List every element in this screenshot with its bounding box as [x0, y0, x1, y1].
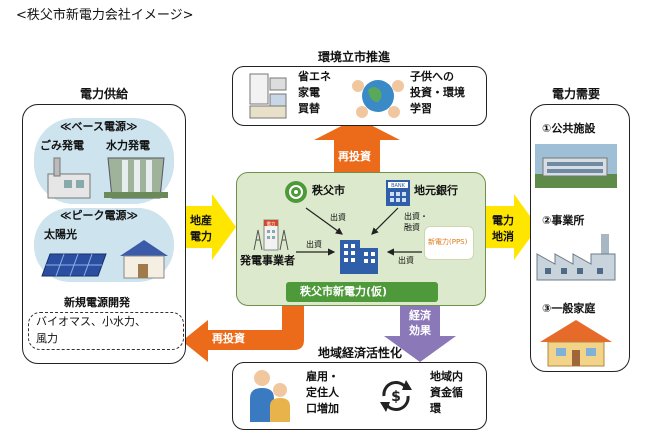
diagram-heading: <秩父市新電力会社イメージ> — [16, 8, 194, 23]
regional-title: 地域経済活性化 — [318, 346, 403, 360]
local-produce-label-2: 電力 — [190, 230, 212, 243]
chichibu-city-emblem-icon — [285, 181, 307, 203]
reinvest-up-label: 再投資 — [338, 150, 371, 163]
demand-item-business: ②事業所 — [542, 214, 585, 227]
solar-house-icon — [120, 240, 168, 279]
regional-item1-line2: 定住人 — [306, 386, 339, 399]
new-power-line-1: バイオマス、小水力、 — [36, 315, 146, 328]
new-power-line-2: 風力 — [36, 332, 58, 345]
company-name-banner — [286, 282, 438, 302]
local-produce-arrow — [184, 194, 236, 260]
generator-label: 発電事業者 — [240, 254, 295, 267]
factory-icon — [536, 234, 616, 281]
incinerator-icon — [47, 157, 91, 199]
company-name-label: 秩父市新電力(仮) — [300, 285, 388, 298]
peak-item-solar: 太陽光 — [44, 228, 77, 241]
base-item-hydro: 水力発電 — [106, 139, 150, 152]
reinvest-left-label: 再投資 — [212, 332, 245, 345]
env-item2-line1: 子供への — [410, 70, 454, 83]
peak-power-header: ≪ピーク電源≫ — [60, 209, 139, 222]
new-power-dashed-box — [28, 312, 184, 350]
company-building-icon — [340, 240, 378, 274]
local-consume-label-1: 電力 — [492, 214, 514, 227]
local-consume-label-2: 地消 — [492, 230, 514, 243]
generator-plant-icon: 電力 — [253, 219, 289, 251]
house-icon — [540, 320, 612, 367]
env-item2-line3: 学習 — [410, 102, 432, 115]
base-power-header: ≪ベース電源≫ — [60, 120, 138, 133]
flow-invest-loan-line1: 出資・ — [404, 212, 428, 221]
base-power-illustrations — [47, 157, 168, 199]
supply-title: 電力供給 — [80, 87, 129, 101]
peak-power-illustrations — [41, 240, 168, 279]
appliances-icon — [249, 73, 287, 119]
demand-item-household: ③一般家庭 — [542, 302, 596, 315]
local-produce-label-1: 地産 — [190, 214, 212, 227]
chichibu-city-label: 秩父市 — [312, 184, 345, 197]
regional-item2-line2: 資金循 — [430, 386, 463, 399]
generator-sign-text: 電力 — [267, 221, 276, 228]
pps-badge-label: 新電力(PPS) — [428, 238, 468, 246]
local-consume-arrow — [486, 194, 538, 260]
solar-panel-icon — [41, 253, 107, 277]
public-facility-icon — [535, 144, 617, 188]
children-globe-icon — [352, 80, 404, 118]
regional-item2-line1: 地域内 — [430, 370, 463, 383]
regional-item2-line3: 環 — [430, 402, 441, 415]
demand-title: 電力需要 — [552, 87, 601, 101]
family-people-icon — [250, 370, 290, 422]
env-item1-line3: 買替 — [298, 102, 320, 115]
flow-invest-pps: 出資 — [398, 256, 414, 265]
bank-sign-text: BANK — [391, 183, 406, 189]
base-item-garbage: ごみ発電 — [40, 139, 84, 152]
reinvest-left-arrow — [182, 306, 304, 362]
env-title: 環境立市推進 — [318, 50, 391, 64]
flow-invest-generator: 出資 — [306, 240, 322, 249]
local-bank-label: 地元銀行 — [414, 184, 458, 197]
new-power-title: 新規電源開発 — [64, 296, 130, 309]
econ-effect-arrow — [384, 306, 456, 362]
dam-icon — [104, 157, 168, 199]
svg-text:$: $ — [391, 389, 401, 405]
env-item1-line1: 省エネ — [298, 70, 331, 83]
pps-badge — [424, 226, 474, 260]
flow-invest-chichibu: 出資 — [330, 213, 346, 222]
econ-effect-label-1: 経済 — [409, 309, 431, 322]
flow-invest-loan-line2: 融資 — [404, 223, 420, 232]
env-item1-line2: 家電 — [298, 86, 320, 99]
regional-item1-line1: 雇用・ — [306, 370, 339, 383]
money-cycle-icon: $ — [380, 380, 412, 412]
investment-flow-lines — [296, 207, 422, 256]
demand-item-public: ①公共施設 — [542, 122, 596, 135]
regional-item1-line3: 口増加 — [306, 402, 339, 415]
bank-building-icon: BANK — [386, 180, 410, 206]
econ-effect-label-2: 効果 — [409, 324, 431, 337]
env-item2-line2: 投資・環境 — [410, 86, 465, 99]
reinvest-up-arrow — [314, 118, 400, 176]
